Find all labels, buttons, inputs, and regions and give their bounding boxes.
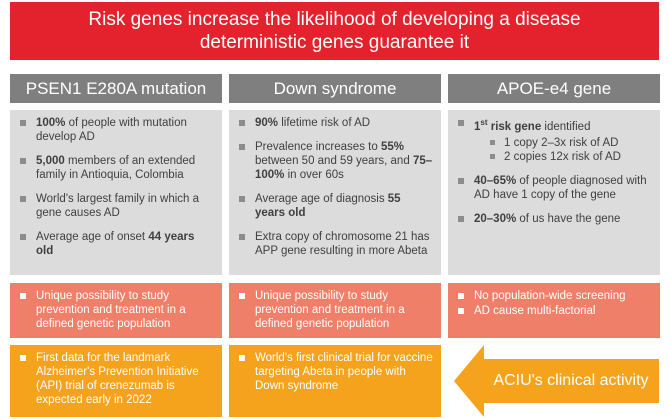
psen1-clinical-box: First data for the landmark Alzheimer's … (10, 345, 222, 417)
title-line-1: Risk genes increase the likelihood of de… (88, 9, 581, 30)
list-item: AD cause multi-factorial (456, 304, 652, 318)
list-item: Average age of diagnosis 55 years old (237, 192, 433, 220)
title-line-2: deterministic genes guarantee it (199, 32, 470, 53)
list-item: 90% lifetime risk of AD (237, 116, 433, 130)
column-header-psen1: PSEN1 E280A mutation (10, 74, 222, 103)
title-banner: Risk genes increase the likelihood of de… (10, 2, 659, 60)
clinical-activity-label: ACIU's clinical activity (493, 372, 649, 389)
list-item: World's largest family in which a gene c… (18, 192, 214, 220)
list-item: Unique possibility to study prevention a… (237, 289, 433, 331)
sub-list-item: 2 copies 12x risk of AD (474, 150, 652, 164)
down-syndrome-opportunity-box: Unique possibility to study prevention a… (229, 283, 441, 338)
left-arrow-shape (454, 345, 659, 417)
down-syndrome-facts-panel: 90% lifetime risk of AD Prevalence incre… (229, 110, 441, 275)
list-item: Average age of onset 44 years old (18, 230, 214, 258)
list-item: Extra copy of chromosome 21 has APP gene… (237, 230, 433, 258)
down-syndrome-clinical-box: World's first clinical trial for vaccine… (229, 345, 441, 417)
list-item: Unique possibility to study prevention a… (18, 289, 214, 331)
psen1-facts-panel: 100% of people with mutation develop AD … (10, 110, 222, 275)
list-item: Prevalence increases to 55% between 50 a… (237, 140, 433, 182)
list-item: 1st risk gene identified 1 copy 2–3x ris… (456, 116, 652, 164)
list-item: 5,000 members of an extended family in A… (18, 154, 214, 182)
column-header-apoe: APOE-e4 gene (448, 74, 660, 103)
list-item: 100% of people with mutation develop AD (18, 116, 214, 144)
psen1-opportunity-box: Unique possibility to study prevention a… (10, 283, 222, 338)
list-item: 40–65% of people diagnosed with AD have … (456, 174, 652, 202)
apoe-limitations-box: No population-wide screening AD cause mu… (448, 283, 660, 338)
sub-list-item: 1 copy 2–3x risk of AD (474, 136, 652, 150)
column-header-down-syndrome: Down syndrome (229, 74, 441, 103)
list-item: World's first clinical trial for vaccine… (237, 351, 433, 393)
apoe-facts-panel: 1st risk gene identified 1 copy 2–3x ris… (448, 110, 660, 275)
list-item: First data for the landmark Alzheimer's … (18, 351, 214, 407)
list-item: 20–30% of us have the gene (456, 212, 652, 226)
list-item: No population-wide screening (456, 289, 652, 303)
